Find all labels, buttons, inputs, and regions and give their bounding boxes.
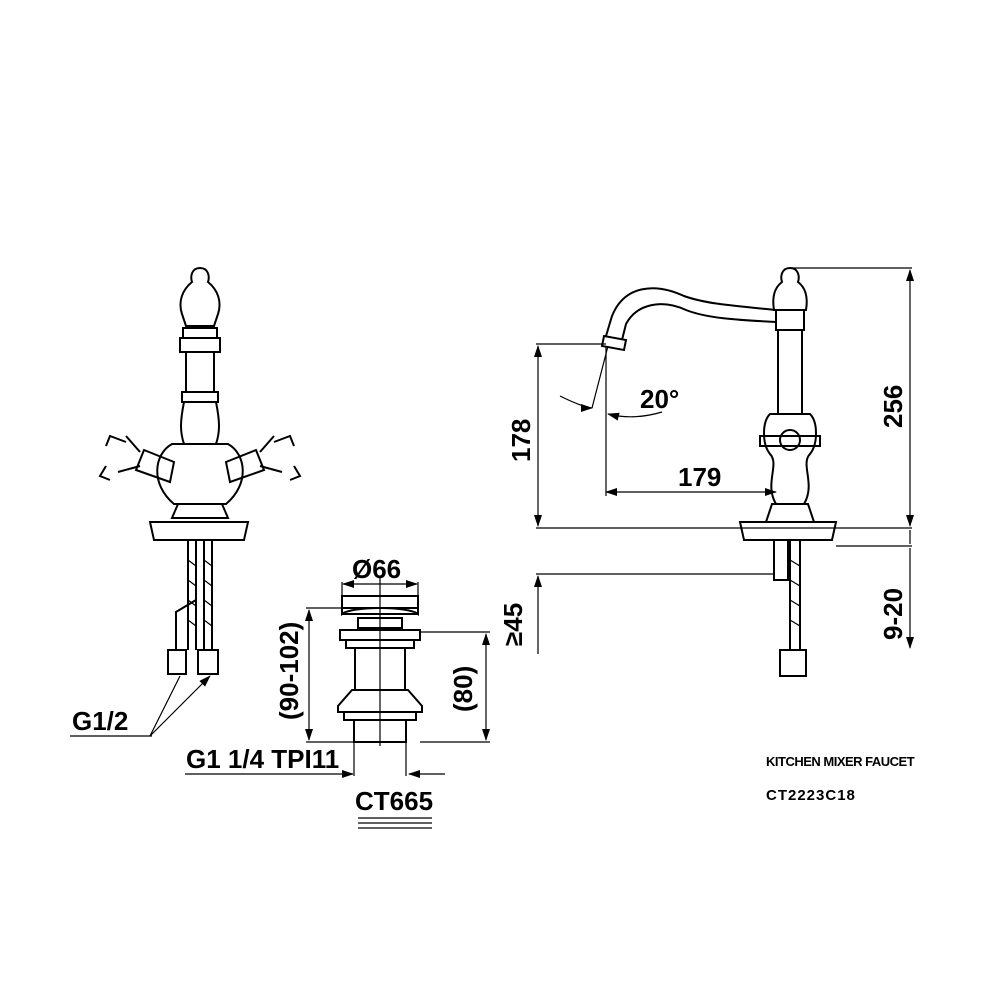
total-height-label: 256	[878, 385, 908, 428]
side-view-faucet: 178 ≥45 256 9-20 179 20°	[498, 266, 912, 677]
min-clearance-label: ≥45	[498, 603, 528, 646]
model-code: CT2223C18	[766, 787, 856, 804]
deck-thickness-label: 9-20	[878, 588, 908, 640]
drain-height-range-label: (90-102)	[274, 622, 304, 720]
drain-diameter-label: Ø66	[352, 554, 401, 584]
connection-label: G1/2	[72, 706, 128, 736]
drain-drawing: Ø66 (90-102) (80) G1 1/4 TPI11 CT665	[185, 554, 490, 829]
spout-height-label: 178	[506, 419, 536, 462]
front-view-faucet: G1/2	[70, 266, 302, 737]
drain-thread-label: G1 1/4 TPI11	[186, 744, 339, 774]
drain-model-label: CT665	[355, 786, 433, 816]
drain-body-height-label: (80)	[448, 666, 478, 712]
spout-reach-label: 179	[678, 462, 721, 492]
angle-label: 20°	[640, 384, 679, 414]
product-title: KITCHEN MIXER FAUCET	[766, 754, 915, 769]
